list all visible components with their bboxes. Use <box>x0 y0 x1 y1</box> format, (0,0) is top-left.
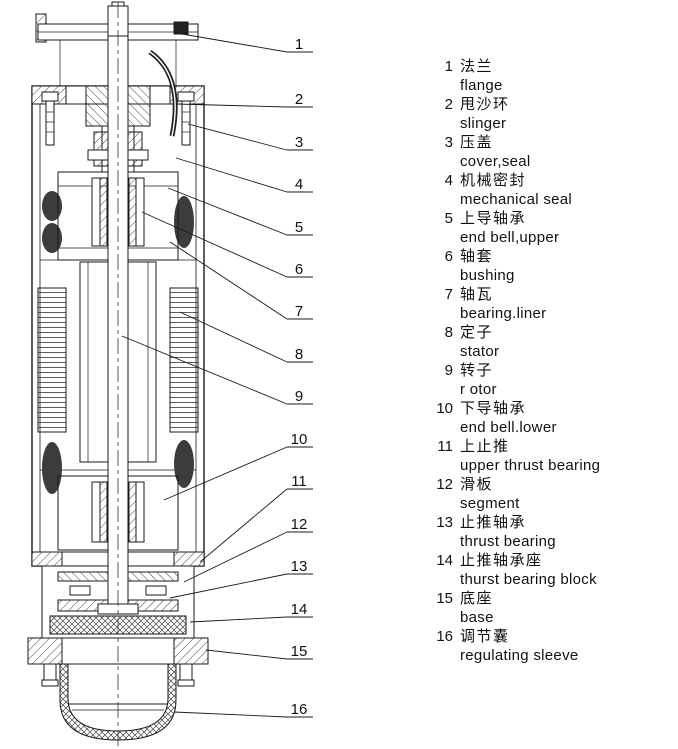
part-number: 6 <box>444 248 453 265</box>
part-name-en: regulating sleeve <box>460 647 579 664</box>
part-name-cn: 压盖 <box>460 134 494 151</box>
part-entry: 12 滑板 segment <box>431 475 677 513</box>
part-name-cn: 滑板 <box>460 476 494 493</box>
cross-section-drawing: 1 2 3 4 5 6 7 8 9 10 11 12 13 14 15 16 <box>27 1 313 746</box>
part-entry: 11 上止推 upper thrust bearing <box>431 437 677 475</box>
part-entry: 10 下导轴承 end bell.lower <box>431 399 677 437</box>
callout-number: 13 <box>291 558 308 575</box>
part-name-cn: 止推轴承座 <box>460 552 543 569</box>
part-name-en: end bell.lower <box>460 419 557 436</box>
part-name-en: flange <box>460 77 503 94</box>
part-name-cn: 下导轴承 <box>460 400 527 417</box>
part-number: 12 <box>436 476 453 493</box>
part-name-cn: 定子 <box>460 324 494 341</box>
part-entry: 6 轴套 bushing <box>431 247 677 285</box>
part-number: 4 <box>444 172 453 189</box>
part-name-en: end bell,upper <box>460 229 560 246</box>
part-entry: 5 上导轴承 end bell,upper <box>431 209 677 247</box>
part-name-en: mechanical seal <box>460 191 573 208</box>
callout-number: 11 <box>291 473 307 490</box>
callout-number: 8 <box>295 346 303 363</box>
top-bolts <box>41 91 195 146</box>
part-number: 8 <box>444 324 453 341</box>
power-cable <box>148 49 178 137</box>
part-number: 7 <box>444 286 453 303</box>
part-entry: 1 法兰 flange <box>431 57 677 95</box>
casing-bottom-ring <box>31 551 205 567</box>
part-name-cn: 底座 <box>460 590 494 607</box>
part-number: 2 <box>444 96 453 113</box>
part-name-en: r otor <box>460 381 497 398</box>
part-name-cn: 法兰 <box>460 58 494 75</box>
winding-upper <box>42 191 194 253</box>
callout-number: 9 <box>295 388 303 405</box>
callout-numbers: 1 2 3 4 5 6 7 8 9 10 11 12 13 14 15 16 <box>291 36 308 718</box>
callout-number: 14 <box>291 601 308 618</box>
part-entry: 13 止推轴承 thrust bearing <box>431 513 677 551</box>
stator <box>37 287 199 433</box>
part-number: 11 <box>437 438 453 455</box>
part-name-cn: 调节囊 <box>460 628 510 645</box>
part-entry: 2 甩沙环 slinger <box>431 95 677 133</box>
part-name-en: segment <box>460 495 520 512</box>
part-entry: 16 调节囊 regulating sleeve <box>431 627 677 665</box>
callout-number: 1 <box>295 36 303 53</box>
part-name-cn: 甩沙环 <box>460 96 510 113</box>
callout-number: 12 <box>291 516 308 533</box>
part-name-en: cover,seal <box>460 153 531 170</box>
part-name-en: bearing.liner <box>460 305 547 322</box>
part-entry: 4 机械密封 mechanical seal <box>431 171 677 209</box>
part-name-en: thrust bearing <box>460 533 556 550</box>
part-name-cn: 上导轴承 <box>460 210 527 227</box>
part-entry: 9 转子 r otor <box>431 361 677 399</box>
part-number: 15 <box>436 590 453 607</box>
part-number: 3 <box>444 134 453 151</box>
callout-number: 4 <box>295 176 303 193</box>
part-number: 14 <box>436 552 453 569</box>
part-name-en: slinger <box>460 115 507 132</box>
leader-lines <box>121 33 313 718</box>
callout-number: 15 <box>291 643 308 660</box>
part-entry: 8 定子 stator <box>431 323 677 361</box>
part-entry: 14 止推轴承座 thurst bearing block <box>431 551 677 589</box>
part-number: 16 <box>436 628 453 645</box>
part-name-cn: 上止推 <box>460 438 510 455</box>
part-name-cn: 转子 <box>460 362 494 379</box>
part-name-en: base <box>460 609 494 626</box>
part-name-en: thurst bearing block <box>460 571 597 588</box>
part-number: 5 <box>444 210 453 227</box>
callout-number: 3 <box>295 134 303 151</box>
callout-number: 5 <box>295 219 303 236</box>
callout-number: 2 <box>295 91 303 108</box>
winding-lower <box>42 440 194 494</box>
part-number: 13 <box>436 514 453 531</box>
part-entry: 7 轴瓦 bearing.liner <box>431 285 677 323</box>
callout-number: 7 <box>295 303 303 320</box>
part-name-en: stator <box>460 343 500 360</box>
callout-number: 6 <box>295 261 303 278</box>
part-name-en: bushing <box>460 267 515 284</box>
part-entry: 3 压盖 cover,seal <box>431 133 677 171</box>
callout-number: 16 <box>291 701 308 718</box>
part-name-cn: 止推轴承 <box>460 514 527 531</box>
part-name-cn: 机械密封 <box>460 172 527 189</box>
part-number: 9 <box>444 362 453 379</box>
part-name-cn: 轴瓦 <box>460 286 494 303</box>
base <box>27 637 209 687</box>
part-number: 1 <box>444 58 453 75</box>
part-name-en: upper thrust bearing <box>460 457 601 474</box>
part-entry: 15 底座 base <box>431 589 677 627</box>
part-name-cn: 轴套 <box>460 248 494 265</box>
parts-list: 1 法兰 flange 2 甩沙环 slinger 3 压盖 cover,seal 4 机械密封 me… <box>431 57 677 665</box>
part-number: 10 <box>436 400 453 417</box>
callout-number: 10 <box>291 431 308 448</box>
